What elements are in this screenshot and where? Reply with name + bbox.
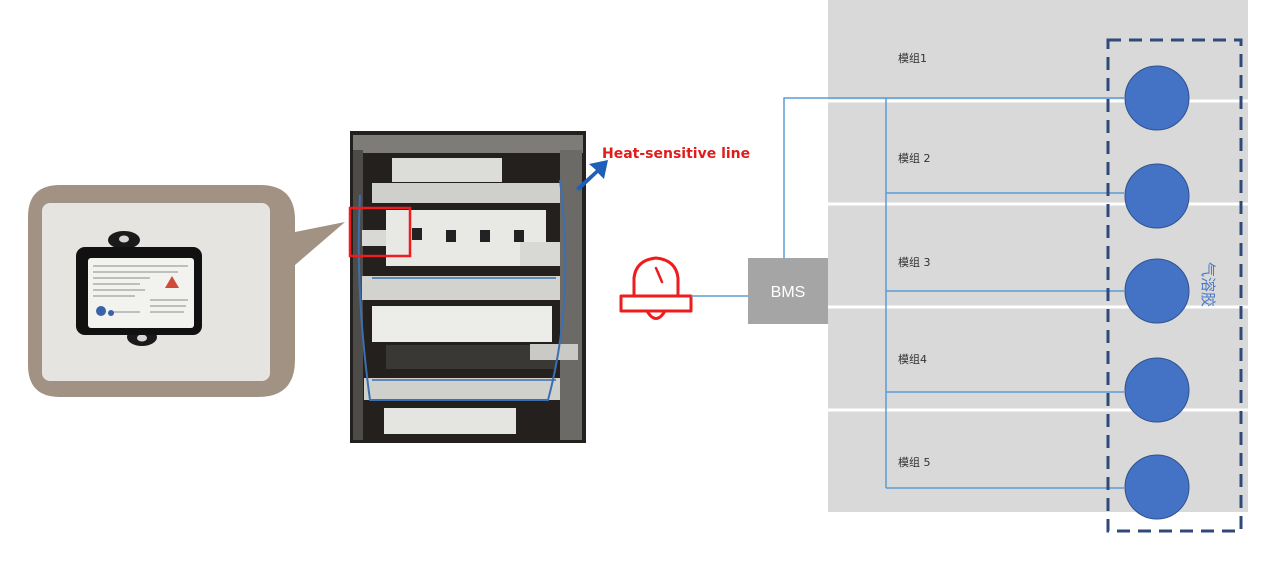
aerosol-canister-3 [1124, 258, 1190, 324]
bms-label: BMS [771, 284, 806, 301]
module-label-5: 模组 5 [898, 455, 931, 469]
arrow-up-right-icon [576, 160, 608, 191]
aerosol-canister-5 [1124, 454, 1190, 520]
aerosol-canister-1 [1124, 65, 1190, 131]
aerosol-group: 气溶胶 [1106, 38, 1243, 533]
alarm-bell-icon [619, 256, 693, 320]
module-label-4: 模组4 [898, 352, 927, 366]
module-panel: 模组1 模组 2 模组 3 模组4 模组 5 [828, 0, 1248, 512]
heat-sensitive-line-label: Heat-sensitive line [602, 146, 750, 162]
module-label-3: 模组 3 [898, 255, 931, 269]
module-label-2: 模组 2 [898, 151, 931, 165]
aerosol-canister-4 [1124, 357, 1190, 423]
sensor-callout [28, 185, 345, 397]
battery-pack-photo [348, 131, 586, 443]
bms-unit: BMS [748, 258, 828, 324]
heat-sensitive-line-callout: Heat-sensitive line [576, 146, 750, 191]
signal-wiring [783, 97, 1124, 489]
thermal-sensor-photo [76, 231, 202, 346]
aerosol-label: 气溶胶 [1199, 262, 1217, 307]
aerosol-canister-2 [1124, 163, 1190, 229]
module-label-1: 模组1 [898, 51, 927, 65]
sensor-highlight-box [348, 206, 412, 258]
aerosol-dashed-border [1106, 38, 1243, 533]
